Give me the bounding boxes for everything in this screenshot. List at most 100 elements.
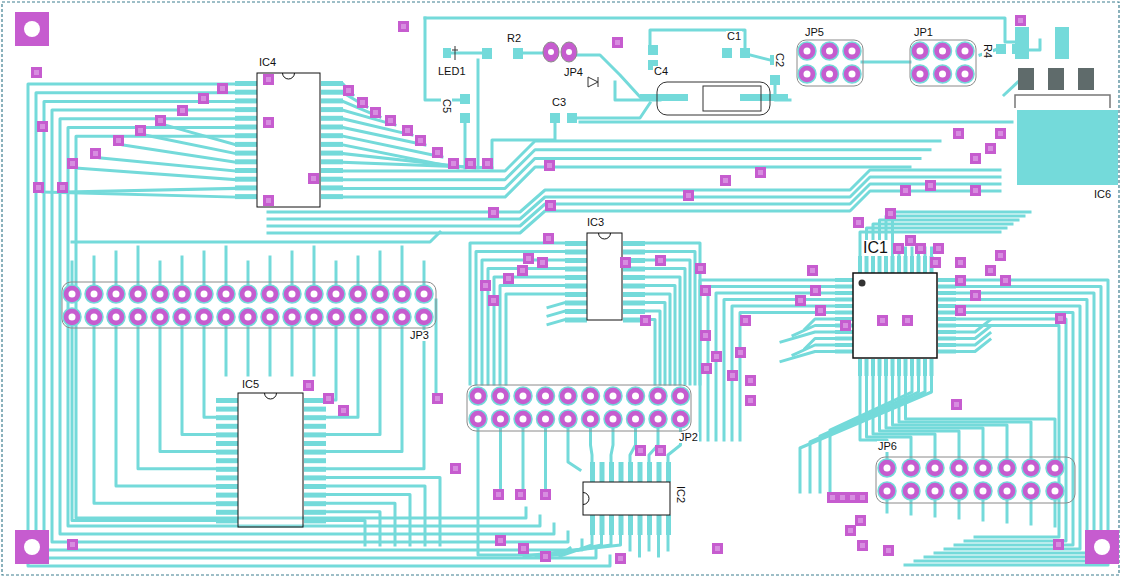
header-hole: [311, 314, 318, 321]
via-hole: [958, 278, 963, 283]
smd-pad: [835, 311, 853, 315]
smd-pad: [891, 256, 895, 273]
header-hole: [917, 71, 924, 78]
header-pad: [537, 387, 555, 405]
header-pad: [950, 459, 968, 477]
copper-trace: [325, 325, 380, 434]
via-hole: [758, 170, 763, 175]
header-pads: [911, 42, 974, 83]
header-hole: [587, 393, 594, 400]
header-pad: [173, 308, 191, 326]
via: [33, 182, 44, 193]
copper-trace: [116, 325, 216, 486]
smd-pad: [938, 311, 956, 315]
header-pad: [492, 410, 510, 428]
via-hole: [813, 288, 818, 293]
copper-trace: [137, 247, 140, 286]
header-hole: [245, 291, 252, 298]
smd-pad: [590, 515, 595, 535]
smd-pad: [321, 133, 343, 138]
smd-pad: [623, 292, 645, 297]
header-hole: [632, 416, 639, 423]
header-pad: [469, 410, 487, 428]
via-hole: [658, 258, 663, 263]
via: [995, 128, 1006, 139]
via-hole: [548, 203, 553, 208]
header-hole: [908, 488, 915, 495]
header-hole: [520, 393, 527, 400]
via-hole: [888, 211, 893, 216]
smd-pad: [216, 493, 238, 498]
via-hole: [905, 318, 910, 323]
via: [1053, 539, 1064, 550]
via-hole: [714, 354, 719, 359]
via: [465, 158, 476, 169]
smd-pad: [996, 44, 1006, 54]
copper-trace: [575, 55, 640, 97]
header-pad: [878, 482, 896, 500]
copper-trace: [343, 167, 910, 197]
via-hole: [973, 188, 978, 193]
smd-pad: [443, 48, 451, 58]
via: [877, 315, 888, 326]
via: [711, 351, 722, 362]
header-hole: [939, 71, 946, 78]
header-hole: [1052, 465, 1059, 472]
via: [432, 147, 443, 158]
smd-pad: [235, 151, 257, 156]
header-pad: [107, 308, 125, 326]
smd-pad: [321, 90, 343, 95]
smd-pad: [304, 407, 326, 412]
header-hole: [311, 291, 318, 298]
part-label: C4: [653, 66, 669, 77]
via-hole: [116, 138, 121, 143]
via: [970, 153, 981, 164]
smd-pad: [1015, 27, 1029, 59]
header-hole: [135, 314, 142, 321]
copper-trace: [577, 103, 650, 118]
header-hole: [91, 314, 98, 321]
header-pad: [604, 410, 622, 428]
copper-trace: [425, 18, 460, 100]
copper-trace: [138, 325, 216, 469]
copper-trace: [506, 294, 565, 384]
part-label: R2: [506, 33, 522, 44]
via-hole: [615, 40, 620, 45]
ic-body: [587, 233, 622, 320]
via-hole: [496, 492, 501, 497]
copper-trace: [182, 325, 216, 434]
via: [263, 117, 274, 128]
smd-pad: [235, 81, 257, 86]
smd-pad: [938, 343, 956, 347]
header-hole: [932, 488, 939, 495]
via-hole: [703, 288, 708, 293]
copper-trace: [930, 248, 933, 255]
copper-trace: [325, 495, 410, 545]
via-hole: [540, 260, 545, 265]
copper-trace: [470, 243, 565, 384]
via-hole: [453, 466, 458, 471]
header-pad: [415, 308, 433, 326]
via-hole: [518, 492, 523, 497]
header-hole: [542, 416, 549, 423]
via: [712, 543, 723, 554]
part-label: IC3: [586, 217, 605, 228]
header-hole: [333, 291, 340, 298]
via-hole: [998, 131, 1003, 136]
via-hole: [311, 176, 316, 181]
smd-pad: [321, 81, 343, 86]
copper-trace: [645, 243, 700, 384]
via: [432, 393, 443, 404]
smd-pad: [897, 256, 901, 273]
crystal-outline: [657, 82, 770, 115]
smd-pad: [938, 285, 956, 289]
copper-trace: [982, 501, 985, 520]
header-hole: [962, 48, 969, 55]
smd-pad: [565, 275, 587, 280]
via-hole: [936, 246, 941, 251]
copper-trace: [488, 269, 565, 385]
smd-pad: [938, 291, 956, 295]
via-hole: [698, 266, 703, 271]
